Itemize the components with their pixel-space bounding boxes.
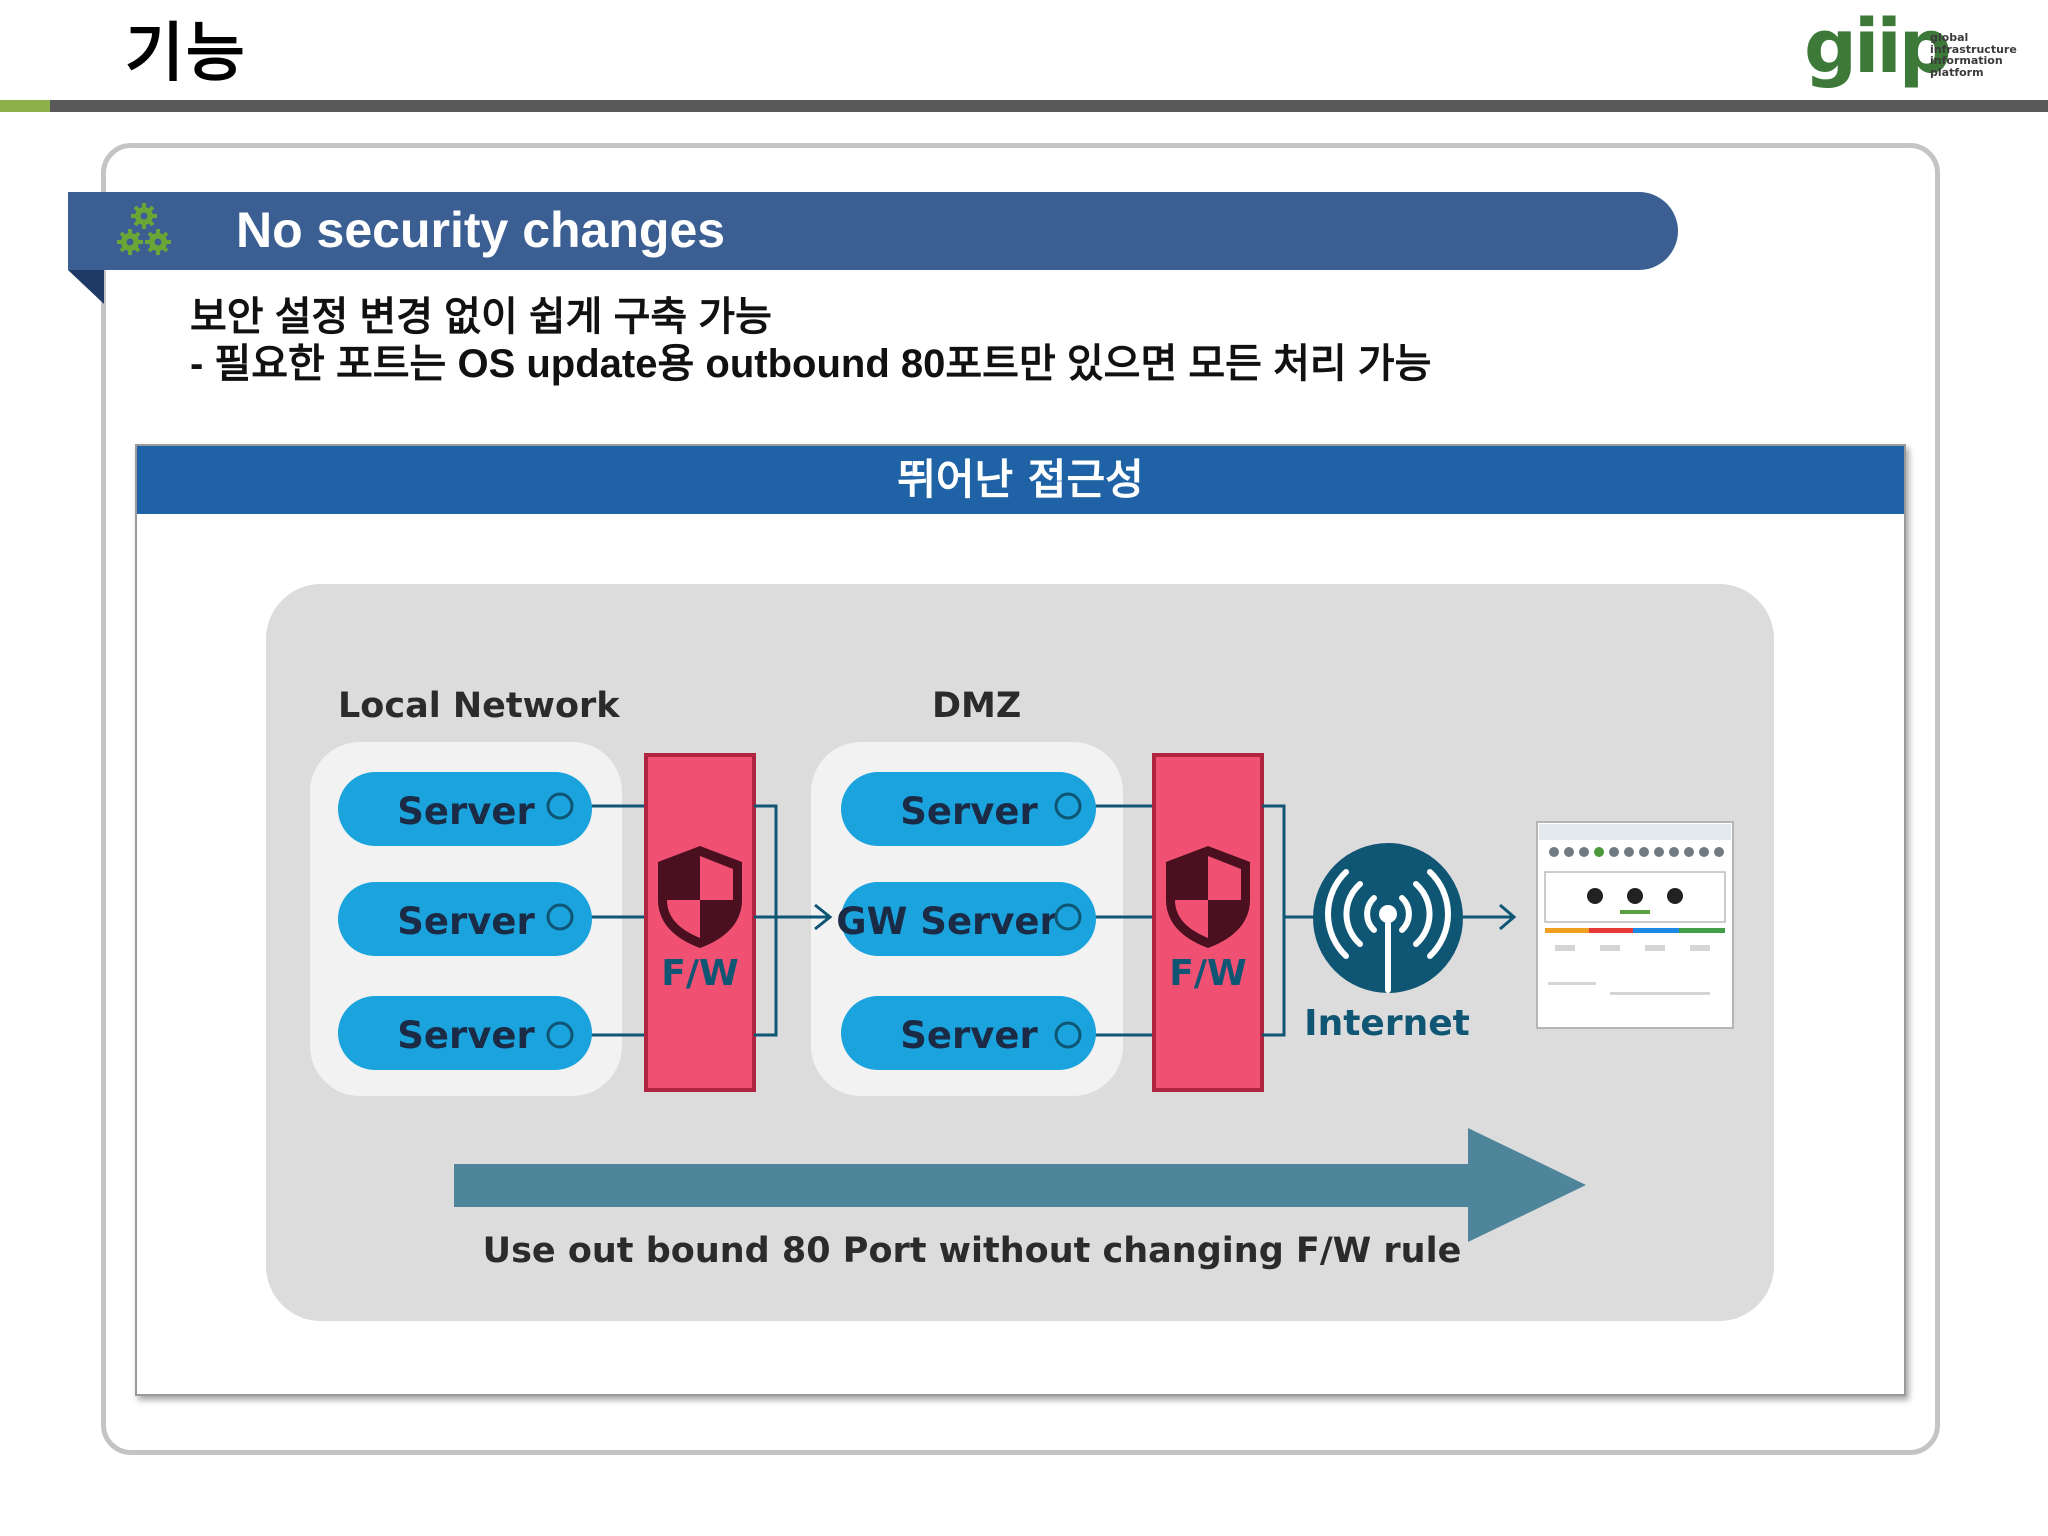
logo-wordmark: giip [1804, 4, 1952, 90]
gears-icon [117, 203, 171, 255]
port-icon [1054, 903, 1082, 931]
local-server-2: Server [338, 882, 592, 956]
zone-label-dmz: DMZ [932, 686, 1021, 726]
giip-logo: giip global infrastructure information p… [1804, 10, 2017, 88]
section-title: No security changes [236, 202, 726, 258]
port-icon [1054, 792, 1082, 820]
firewall-label: F/W [661, 953, 738, 994]
port-icon [546, 1021, 574, 1049]
fw1-out-connector [754, 804, 833, 1037]
dashboard-thumbnail [1536, 821, 1734, 1029]
banner-fold [68, 270, 104, 304]
firewall-1: F/W [644, 753, 756, 1092]
dmz-gw-server: GW Server [836, 882, 1096, 956]
server-label: GW Server [836, 900, 1058, 943]
server-label: Server [900, 790, 1038, 833]
description-line: - 필요한 포트는 OS update용 outbound 80포트만 있으면 … [190, 342, 1432, 386]
port-icon [546, 903, 574, 931]
server-label: Server [397, 900, 535, 943]
shield-icon [1166, 846, 1250, 948]
server-label: Server [900, 1014, 1038, 1057]
shield-icon [658, 846, 742, 948]
figure-header: 뛰어난 접근성 [137, 446, 1904, 514]
section-banner [68, 192, 1678, 270]
flow-arrow [454, 1128, 1586, 1242]
internet-label: Internet [1304, 1003, 1470, 1044]
description-line: 보안 설정 변경 없이 쉽게 구축 가능 [190, 295, 772, 339]
header-divider [0, 100, 2048, 112]
flow-caption: Use out bound 80 Port without changing F… [483, 1231, 1462, 1271]
internet-out-arrow [1463, 903, 1517, 931]
server-label: Server [397, 1014, 535, 1057]
content-frame [101, 143, 1940, 1455]
zone-label-local-network: Local Network [338, 686, 620, 726]
firewall-label: F/W [1169, 953, 1246, 994]
dmz-server-3: Server [841, 996, 1096, 1070]
local-server-3: Server [338, 996, 592, 1070]
fw2-out-connector [1262, 804, 1316, 1037]
internet-node: Internet [1304, 843, 1470, 1044]
server-label: Server [397, 790, 535, 833]
local-server-1: Server [338, 772, 592, 846]
logo-tagline-line: global [1930, 31, 1969, 44]
dmz-server-1: Server [841, 772, 1096, 846]
page-title: 기능 [125, 17, 247, 91]
logo-tagline-line: infrastructure [1930, 42, 2017, 56]
header-accent [0, 100, 50, 112]
firewall-2: F/W [1152, 753, 1264, 1092]
port-icon [1054, 1021, 1082, 1049]
port-icon [546, 792, 574, 820]
logo-tagline: global infrastructure information platfo… [1930, 32, 2017, 78]
logo-tagline-line: information [1930, 54, 2003, 67]
logo-tagline-line: platform [1930, 65, 1984, 79]
